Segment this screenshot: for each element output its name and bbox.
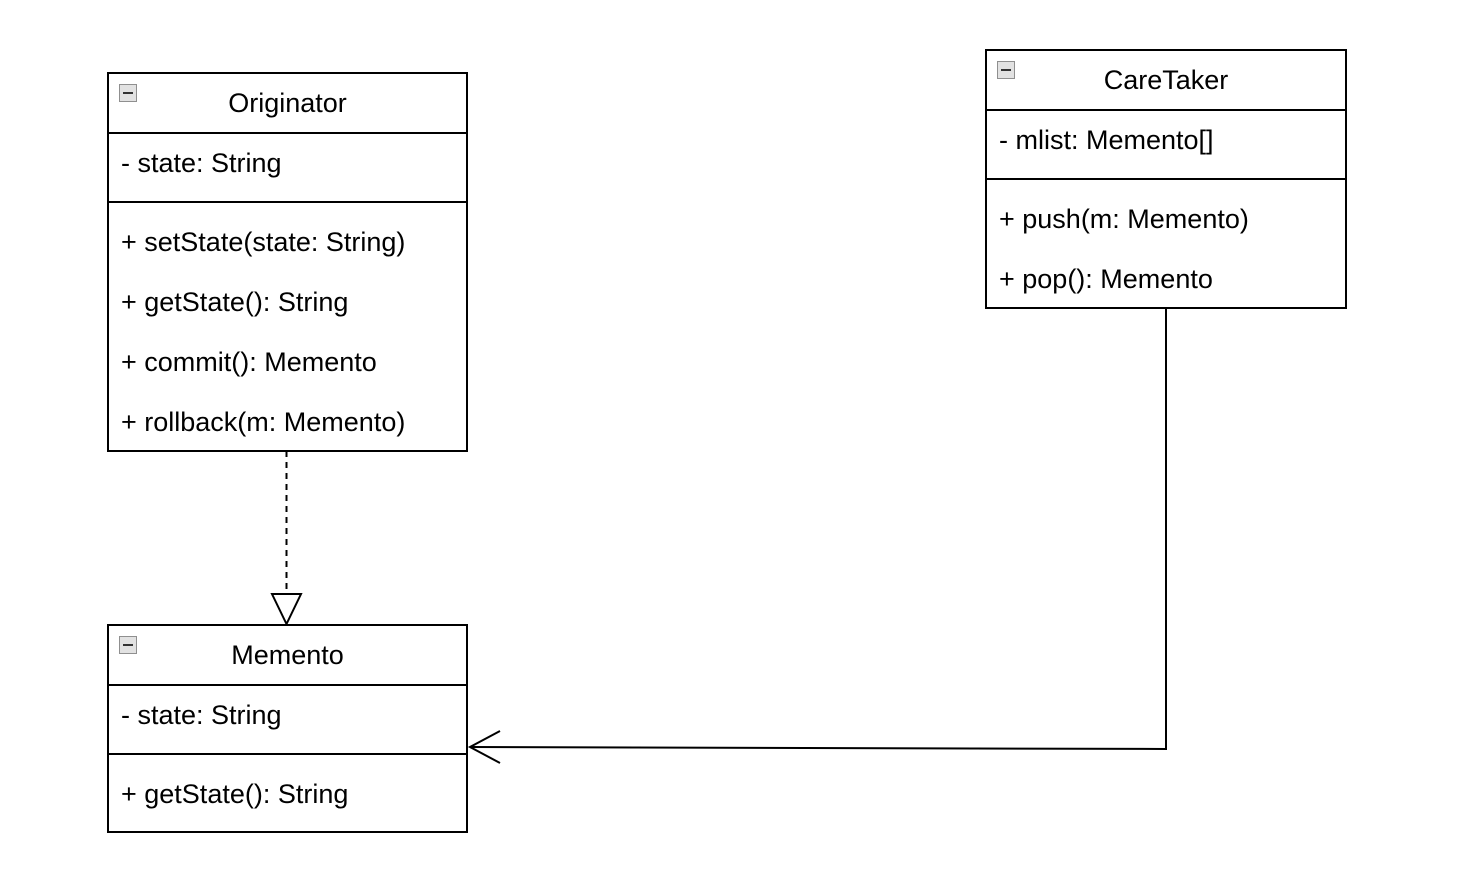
class-header: Originator [109,74,466,134]
operation: + pop(): Memento [999,264,1213,294]
attributes-section: - mlist: Memento[] [987,111,1345,180]
class-name: Memento [231,639,344,670]
attributes-section: - state: String [109,134,466,203]
operation: + getState(): String [121,779,349,809]
attributes-section: - state: String [109,686,466,755]
class-name: CareTaker [1103,64,1229,95]
class-name: Originator [228,87,347,118]
operations-section: + push(m: Memento) + pop(): Memento [987,180,1345,294]
operation: + getState(): String [121,287,349,317]
operation: + setState(state: String) [121,227,406,257]
operation: + push(m: Memento) [999,204,1249,234]
class-caretaker[interactable]: CareTaker - mlist: Memento[] + push(m: M… [985,49,1347,309]
operation: + commit(): Memento [121,347,377,377]
collapse-icon[interactable] [119,636,137,654]
collapse-icon[interactable] [119,84,137,102]
attribute: - state: String [121,148,282,178]
association-connector[interactable] [467,308,1167,764]
class-header: Memento [109,626,466,686]
class-originator[interactable]: Originator - state: String + setState(st… [107,72,468,452]
realization-arrowhead [270,593,303,627]
operation: + rollback(m: Memento) [121,407,406,437]
class-header: CareTaker [987,51,1345,111]
operations-section: + getState(): String [109,755,466,809]
association-line [469,308,1167,751]
operations-section: + setState(state: String) + getState(): … [109,203,466,437]
collapse-icon[interactable] [997,61,1015,79]
attribute: - state: String [121,700,282,730]
attribute: - mlist: Memento[] [999,125,1214,155]
association-arrowhead [467,730,501,764]
class-memento[interactable]: Memento - state: String + getState(): St… [107,624,468,833]
realization-connector[interactable] [270,451,303,627]
